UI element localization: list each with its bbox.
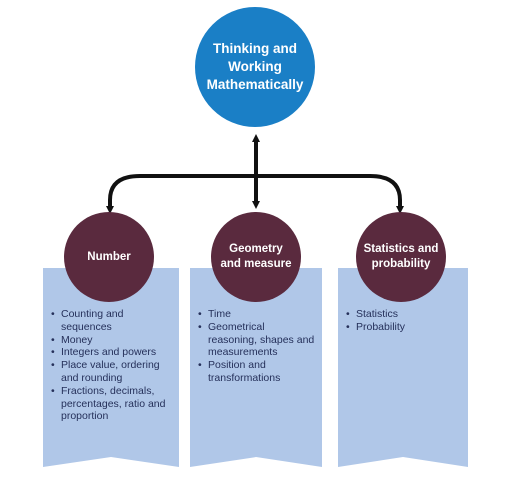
list-item: Geometrical reasoning, shapes and measur… [198,321,316,359]
center-title-line-3: Mathematically [206,77,304,92]
number-circle: Number [64,212,154,302]
list-item: Statistics [346,308,462,321]
right-branch-arrow [256,174,404,214]
geometry-title-line-1: Geometry [229,243,283,255]
statistics-title-line-1: Statistics and [363,243,439,255]
list-item: Money [51,334,173,347]
list-item: Counting and sequences [51,308,173,334]
list-item: Place value, ordering and rounding [51,359,173,385]
geometry-list: Time Geometrical reasoning, shapes and m… [198,308,316,385]
center-title-line-1: Thinking and [212,41,297,56]
statistics-title-line-2: probability [371,258,431,270]
list-item: Time [198,308,316,321]
number-title: Number [87,250,131,263]
statistics-list: Statistics Probability [346,308,462,334]
geometry-circle: Geometry and measure [211,212,301,302]
number-list: Counting and sequences Money Integers an… [51,308,173,423]
left-branch-arrow [106,174,256,214]
list-item: Integers and powers [51,346,173,359]
center-title-line-2: Working [228,59,282,74]
thinking-working-mathematically-circle: Thinking and Working Mathematically [195,7,315,127]
geometry-title-line-2: and measure [220,258,292,270]
list-item: Fractions, decimals, percentages, ratio … [51,385,173,423]
list-item: Probability [346,321,462,334]
statistics-circle: Statistics and probability [356,212,446,302]
list-item: Position and transformations [198,359,316,385]
